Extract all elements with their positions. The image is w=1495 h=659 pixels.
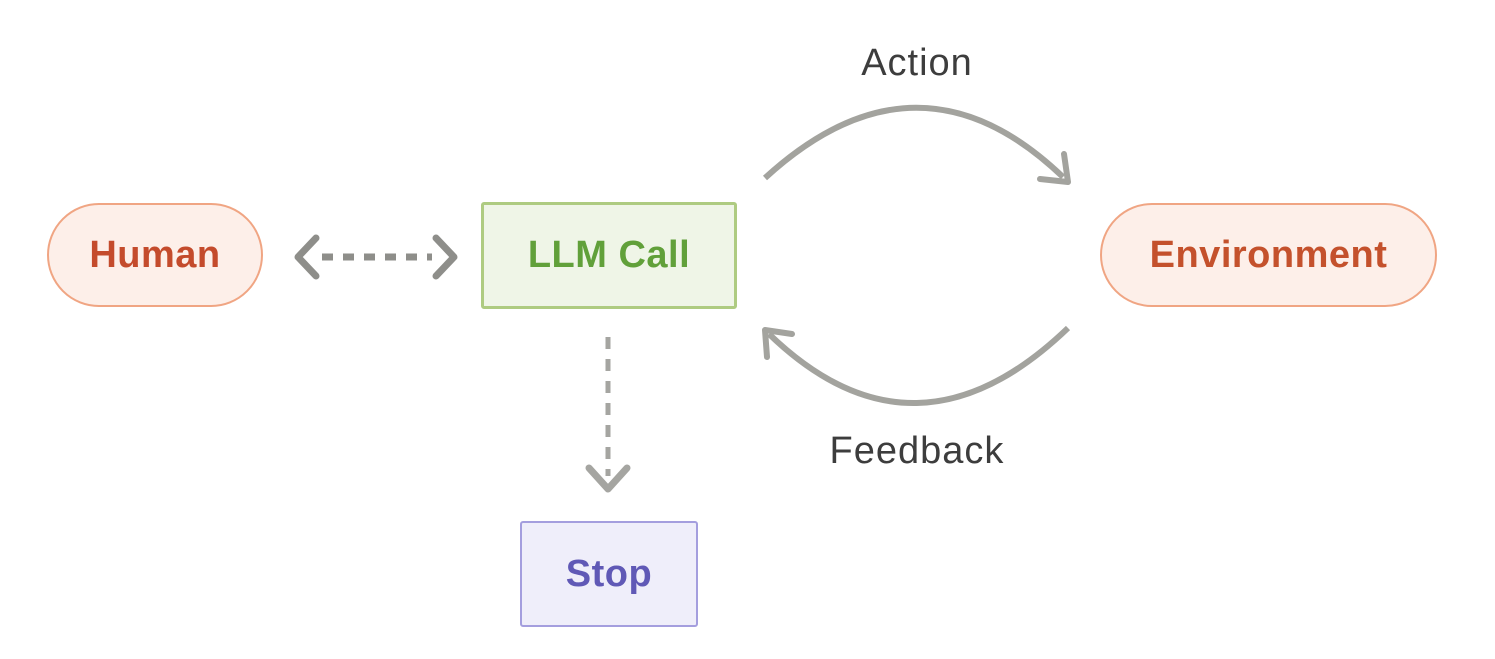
llm-stop-dashed-arrow-icon — [585, 337, 631, 493]
node-llm-call: LLM Call — [481, 202, 737, 309]
node-llm-call-label: LLM Call — [527, 234, 691, 276]
node-stop-label: Stop — [565, 552, 653, 595]
action-edge-label: Action — [861, 42, 973, 84]
node-stop: Stop — [520, 521, 698, 627]
feedback-curved-arrow-icon — [762, 325, 1071, 406]
node-environment-label: Environment — [1149, 233, 1388, 276]
feedback-edge-label: Feedback — [829, 430, 1005, 472]
human-llm-dashed-double-arrow-icon — [294, 234, 458, 280]
node-environment: Environment — [1100, 203, 1437, 307]
node-human-label: Human — [89, 233, 221, 276]
action-curved-arrow-icon — [762, 104, 1071, 185]
node-human: Human — [47, 203, 263, 307]
